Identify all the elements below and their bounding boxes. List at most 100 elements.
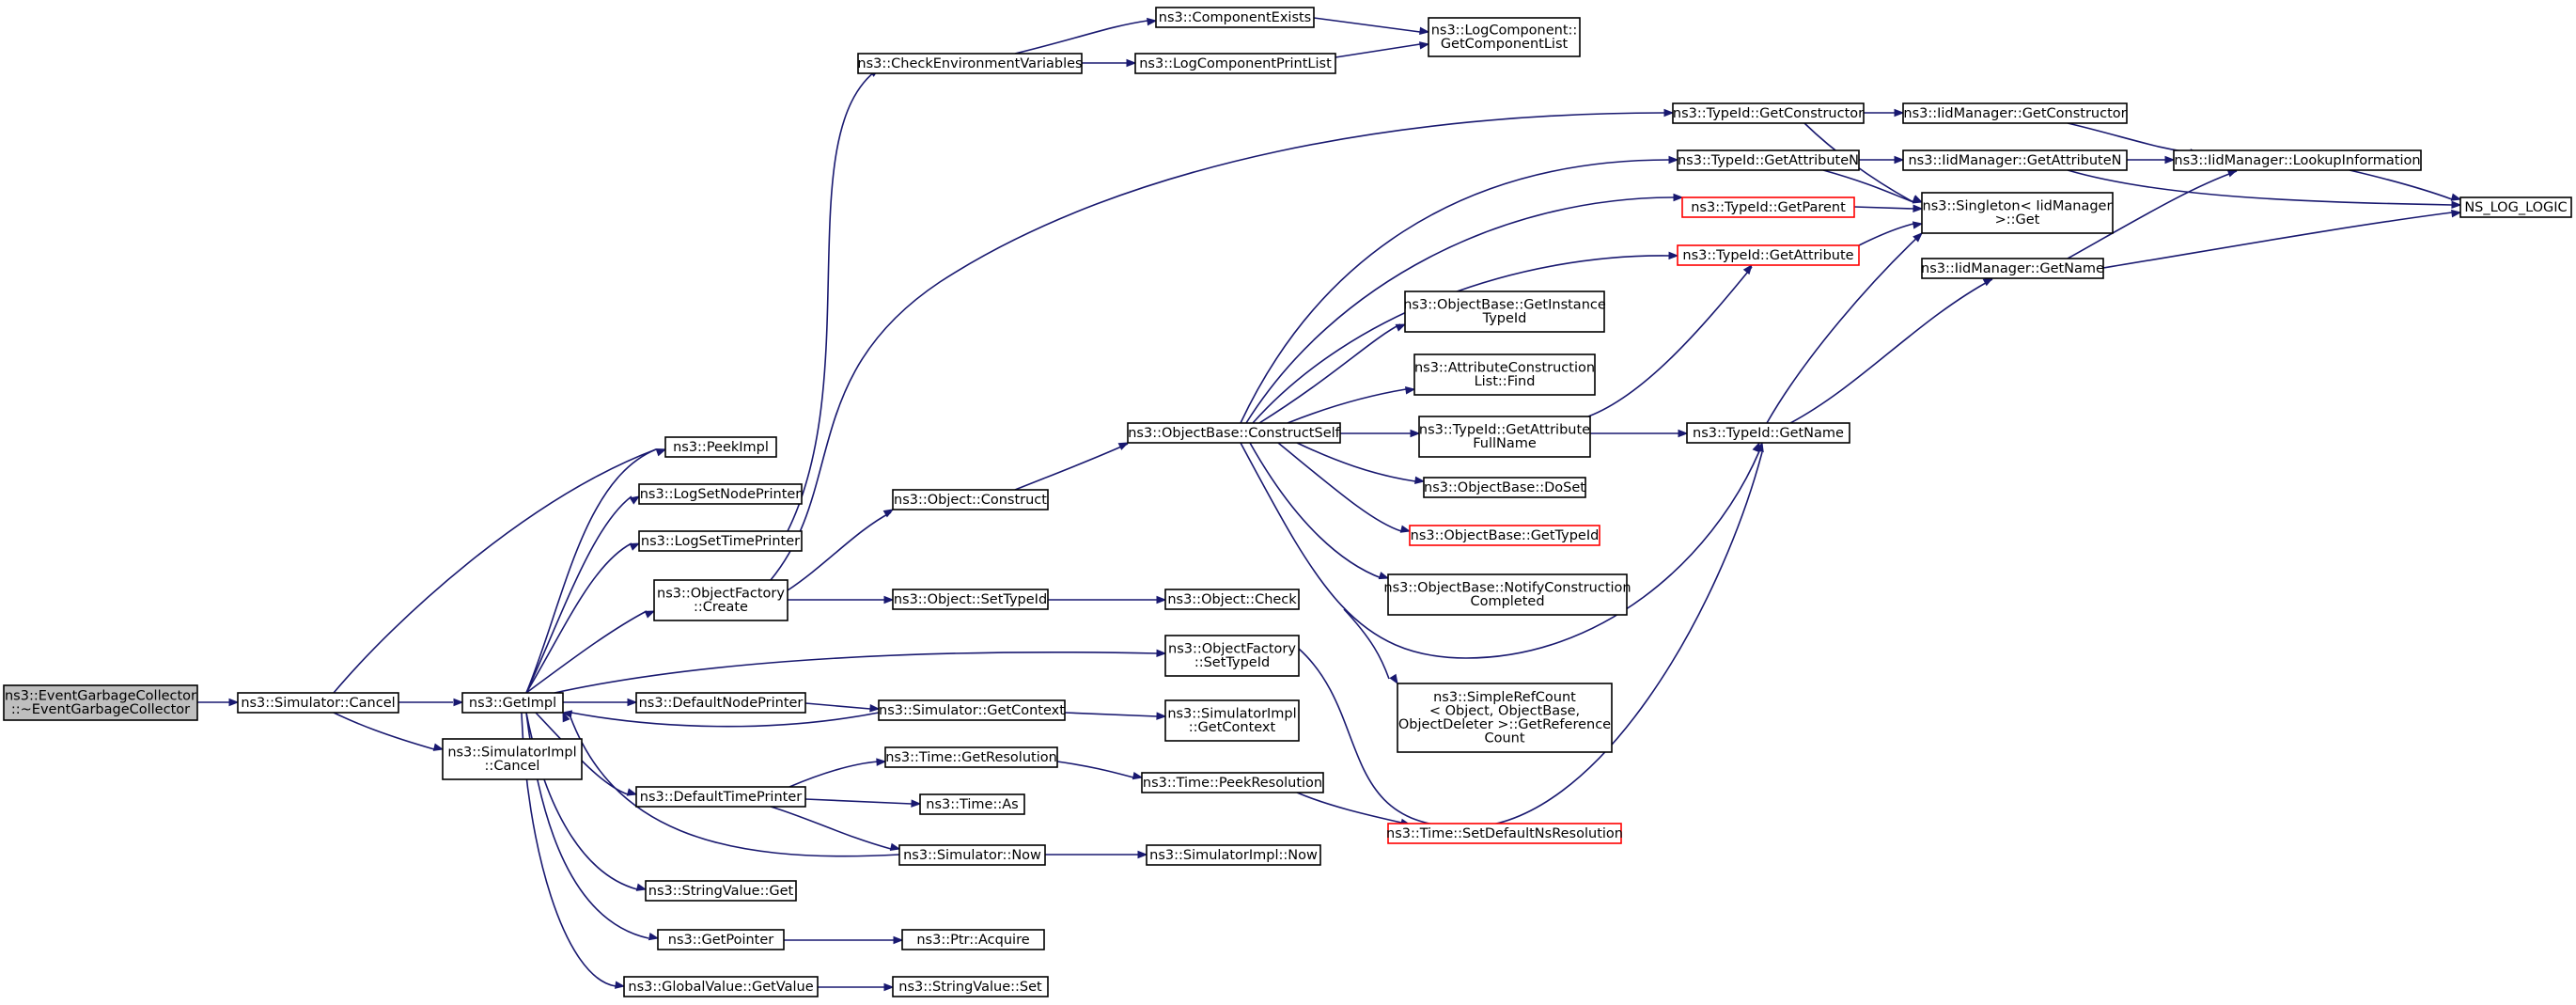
node-objconstruct[interactable]: ns3::Object::Construct	[892, 489, 1049, 510]
arrowhead	[1668, 155, 1679, 165]
edge-deftime-to-simnow	[770, 806, 901, 852]
node-notify[interactable]: ns3::ObjectBase::NotifyConstructionCompl…	[1383, 573, 1631, 616]
edge-line	[1313, 17, 1421, 33]
node-peekimpl[interactable]: ns3::PeekImpl	[664, 436, 777, 458]
arrowhead	[562, 711, 570, 723]
arrowhead	[629, 495, 641, 505]
node-gvget[interactable]: ns3::GlobalValue::GetValue	[623, 976, 819, 997]
node-logprint[interactable]: ns3::LogComponentPrintList	[1134, 53, 1336, 74]
node-getptr[interactable]: ns3::GetPointer	[657, 929, 785, 950]
edge-getimpl-to-deftime	[535, 712, 638, 796]
node-label: ns3::LogSetNodePrinter	[640, 487, 802, 502]
node-implcancel[interactable]: ns3::SimulatorImpl::Cancel	[442, 738, 583, 780]
node-igetcons[interactable]: ns3::IidManager::GetConstructor	[1902, 102, 2128, 124]
node-tgetparent[interactable]: ns3::TypeId::GetParent	[1681, 196, 1855, 218]
node-doset[interactable]: ns3::ObjectBase::DoSet	[1423, 477, 1586, 498]
node-label: ns3::ObjectFactory	[657, 587, 785, 602]
edge-igetattrn-to-nslog	[2067, 169, 2462, 210]
node-implnow[interactable]: ns3::SimulatorImpl::Now	[1146, 844, 1321, 866]
node-box	[892, 489, 1049, 510]
node-singleton[interactable]: ns3::Singleton< IidManager >::Get	[1921, 192, 2114, 234]
node-tgetcons[interactable]: ns3::TypeId::GetConstructor	[1672, 102, 1865, 124]
node-box	[237, 692, 399, 714]
arrowhead	[1668, 251, 1679, 260]
node-timeas[interactable]: ns3::Time::As	[919, 793, 1025, 815]
arrowhead	[648, 932, 660, 941]
arrowhead	[629, 542, 641, 551]
node-constructself[interactable]: ns3::ObjectBase::ConstructSelf	[1127, 422, 1341, 444]
edge-line	[1766, 232, 1923, 424]
node-box	[638, 530, 803, 552]
node-defnode[interactable]: ns3::DefaultNodePrinter	[635, 692, 806, 714]
node-strset[interactable]: ns3::StringValue::Set	[892, 976, 1049, 997]
edge-line	[1240, 442, 1760, 659]
node-label: ns3::CheckEnvironmentVariables	[857, 56, 1082, 71]
node-getcomplist[interactable]: ns3::LogComponent::GetComponentList	[1428, 17, 1581, 57]
edge-defnode-to-simgetctx	[804, 702, 881, 713]
node-simgetctx[interactable]: ns3::Simulator::GetContext	[878, 699, 1066, 721]
arrowhead	[453, 698, 464, 707]
node-setdefres[interactable]: ns3::Time::SetDefaultNsResolution	[1386, 823, 1623, 844]
node-compexists[interactable]: ns3::ComponentExists	[1155, 7, 1315, 28]
node-implgetctx[interactable]: ns3::SimulatorImpl::GetContext	[1164, 699, 1300, 742]
node-label: ns3::StringValue::Get	[648, 884, 794, 899]
node-lognode[interactable]: ns3::LogSetNodePrinter	[638, 483, 803, 505]
node-factset[interactable]: ns3::ObjectFactory::SetTypeId	[1164, 635, 1300, 677]
node-logtime[interactable]: ns3::LogSetTimePrinter	[638, 530, 803, 552]
edge-factcreate-to-objconstruct	[787, 509, 895, 591]
edge-line	[787, 68, 880, 532]
node-label: Completed	[1470, 594, 1544, 609]
node-lookup[interactable]: ns3::IidManager::LookupInformation	[2173, 149, 2422, 171]
node-igetname[interactable]: ns3::IidManager::GetName	[1921, 258, 2104, 279]
edge-getimpl-to-factset	[554, 649, 1167, 694]
edge-line	[804, 798, 913, 805]
node-settypeid[interactable]: ns3::Object::SetTypeId	[892, 589, 1049, 610]
edge-simgetctx-to-getimpl	[561, 710, 880, 728]
node-label: ns3::GetPointer	[668, 933, 774, 948]
node-tgetname[interactable]: ns3::TypeId::GetName	[1686, 422, 1850, 444]
node-strget[interactable]: ns3::StringValue::Get	[645, 880, 797, 902]
node-getres[interactable]: ns3::Time::GetResolution	[884, 746, 1058, 768]
node-tgetattr[interactable]: ns3::TypeId::GetAttribute	[1677, 244, 1860, 266]
node-label: GetComponentList	[1441, 37, 1569, 52]
node-box	[1428, 17, 1581, 57]
node-root[interactable]: ns3::EventGarbageCollector::~EventGarbag…	[3, 684, 198, 721]
arrowhead	[869, 704, 881, 713]
node-factcreate[interactable]: ns3::ObjectFactory::Create	[653, 579, 788, 621]
node-getimpl[interactable]: ns3::GetImpl	[461, 692, 564, 714]
edge-line	[1277, 442, 1402, 532]
node-checkenv[interactable]: ns3::CheckEnvironmentVariables	[857, 53, 1083, 74]
node-obgettid[interactable]: ns3::ObjectBase::GetTypeId	[1409, 525, 1600, 546]
node-box	[1164, 589, 1300, 610]
edge-checkenv-to-logprint	[1082, 58, 1137, 68]
node-peekres[interactable]: ns3::Time::PeekResolution	[1141, 772, 1324, 793]
node-cancel[interactable]: ns3::Simulator::Cancel	[237, 692, 399, 714]
node-igetattrn[interactable]: ns3::IidManager::GetAttributeN	[1902, 149, 2128, 171]
node-nslog[interactable]: NS_LOG_LOGIC	[2459, 196, 2572, 218]
arrowhead	[1156, 712, 1167, 720]
edge-line	[333, 712, 435, 750]
arrowhead	[1912, 232, 1924, 243]
node-simnow[interactable]: ns3::Simulator::Now	[898, 844, 1046, 866]
node-deftime[interactable]: ns3::DefaultTimePrinter	[635, 786, 806, 808]
node-box	[2173, 149, 2422, 171]
node-label: ns3::ObjectBase::ConstructSelf	[1128, 426, 1340, 441]
edge-tgetattr-to-singleton	[1858, 221, 1924, 246]
node-objcheck[interactable]: ns3::Object::Check	[1164, 589, 1300, 610]
node-tgetattrn[interactable]: ns3::TypeId::GetAttributeN	[1677, 149, 1860, 171]
node-ptracq[interactable]: ns3::Ptr::Acquire	[901, 929, 1045, 950]
node-label: ns3::TypeId::GetAttribute	[1682, 248, 1853, 263]
node-label: ns3::ObjectBase::GetTypeId	[1411, 528, 1600, 543]
edge-line	[1343, 608, 1390, 680]
node-label: ns3::Object::SetTypeId	[894, 592, 1047, 607]
node-label: ns3::AttributeConstruction	[1414, 361, 1595, 376]
node-label: ns3::Time::PeekResolution	[1143, 776, 1322, 791]
node-label: TypeId	[1482, 311, 1527, 326]
arrowhead	[2164, 155, 2176, 165]
node-refcount[interactable]: ns3::SimpleRefCount< Object, ObjectBase,…	[1397, 683, 1613, 753]
node-label: ::Create	[694, 600, 748, 615]
